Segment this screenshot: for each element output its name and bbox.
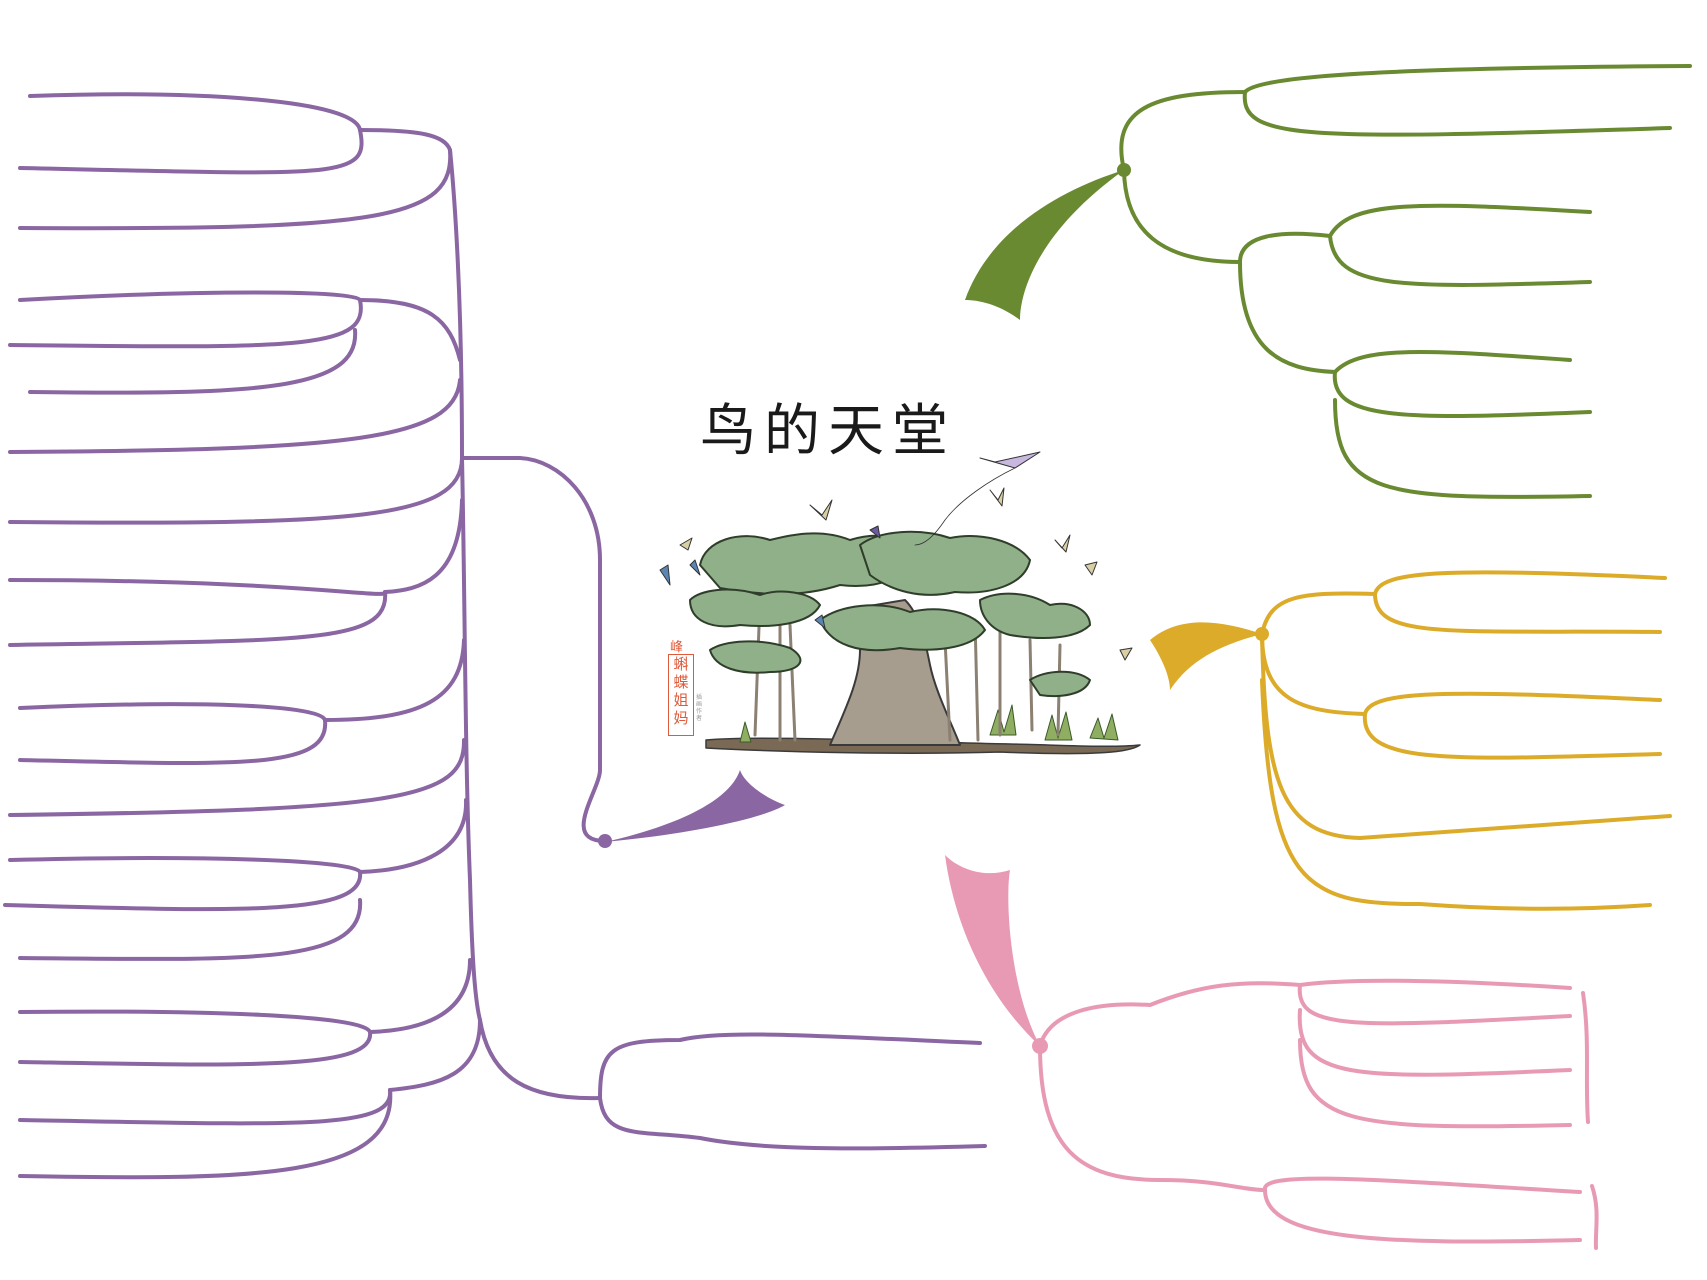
bird-1 [809, 499, 833, 521]
left-leaf-15 [3, 870, 363, 912]
upper-right-leaf-3 [1238, 203, 1592, 264]
mind-map-title: 鸟的天堂 [700, 399, 956, 464]
lower-right-bracket-1 [1581, 991, 1590, 1124]
grass [739, 704, 1119, 743]
center-illustration [659, 451, 1141, 755]
left-branch-connector [460, 456, 607, 843]
lower-right-leaf-1 [1298, 978, 1572, 990]
left-group-4-stem [323, 638, 466, 722]
left-trunk-lower [460, 456, 482, 1022]
left-leaf-6 [28, 328, 358, 395]
bird-2 [1054, 534, 1071, 553]
left-leaf-11 [18, 702, 327, 722]
left-leaf-19 [18, 1018, 482, 1126]
lower-right-branch [945, 855, 1599, 1250]
bird-6 [869, 525, 881, 539]
bird-5 [689, 559, 701, 576]
right-leaf-2 [1373, 592, 1662, 634]
left-group-2-stem [358, 298, 462, 362]
left-leaf-17 [18, 1009, 372, 1034]
bird-10 [679, 537, 693, 551]
left-group-6-stem [368, 958, 472, 1034]
bird-3 [989, 487, 1005, 507]
left-leaf-3 [18, 148, 453, 231]
left-leaf-12 [18, 718, 328, 766]
kite [914, 451, 1041, 546]
left-leaf-5 [8, 298, 363, 349]
upper-right-leaf-7 [1333, 398, 1592, 499]
bird-8 [1119, 647, 1133, 661]
lower-right-wing [945, 855, 1040, 1046]
lower-right-leaf-2 [1297, 983, 1572, 1026]
lower-right-bracket-2 [1590, 1184, 1599, 1250]
upper-right-stem [1119, 90, 1247, 172]
left-branch [3, 92, 785, 1180]
bottom-center-branch [478, 1018, 987, 1151]
upper-right-branch [965, 64, 1692, 499]
right-leaf-5 [1260, 632, 1672, 840]
bird-9 [814, 614, 826, 629]
upper-right-leaf-6 [1332, 370, 1592, 418]
lower-right-leaf-4 [1298, 1038, 1572, 1129]
right-leaf-4 [1362, 712, 1662, 760]
bird-4 [659, 564, 671, 586]
left-leaf-10 [8, 590, 388, 647]
artist-seal-small-text: 插画作者 [696, 694, 703, 722]
left-leaf-1 [28, 92, 362, 132]
bottom-center-leaf-2 [598, 1096, 987, 1151]
left-leaf-20 [18, 1088, 393, 1180]
right-leaf-6 [1260, 678, 1652, 911]
upper-right-leaf-1 [1243, 64, 1692, 94]
lower-right-leaf-5 [1038, 1044, 1267, 1192]
artist-seal: 蝌蝶姐妈 [668, 654, 694, 736]
left-leaf-2 [18, 128, 364, 175]
left-branch-node [598, 834, 612, 848]
lower-right-leaf-7 [1263, 1188, 1582, 1244]
upper-right-stem-2 [1122, 168, 1242, 264]
left-leaf-14 [8, 856, 362, 874]
left-leaf-13 [8, 738, 467, 817]
left-leaf-18 [18, 1030, 373, 1067]
left-leaf-9 [8, 498, 464, 596]
birds [659, 487, 1133, 661]
lower-right-leaf-6 [1262, 1176, 1582, 1194]
upper-right-leaf-2 [1242, 90, 1672, 137]
left-leaf-16 [18, 898, 363, 961]
right-wing [1150, 622, 1262, 690]
left-trunk [358, 128, 464, 460]
right-leaf-3 [1260, 632, 1662, 716]
right-branch [1150, 570, 1672, 911]
left-leaf-8 [8, 456, 464, 525]
stamp-mark: 峰 [670, 640, 684, 655]
bottom-center-stem [478, 1018, 602, 1101]
lower-right-stem [1038, 981, 1302, 1048]
left-leaf-4 [18, 290, 362, 302]
tree-canopy [689, 530, 1091, 698]
left-branch-wing [605, 770, 785, 842]
upper-right-wing [965, 170, 1124, 320]
bird-7 [1084, 561, 1098, 576]
left-leaf-7 [8, 378, 462, 454]
left-group-5-stem [358, 798, 469, 874]
upper-right-leaf-5 [1238, 260, 1572, 374]
bottom-center-leaf-1 [598, 1032, 982, 1100]
upper-right-leaf-4 [1328, 234, 1592, 287]
right-stem [1260, 591, 1377, 636]
lower-right-leaf-3 [1297, 1008, 1572, 1077]
right-leaf-1 [1373, 570, 1667, 596]
